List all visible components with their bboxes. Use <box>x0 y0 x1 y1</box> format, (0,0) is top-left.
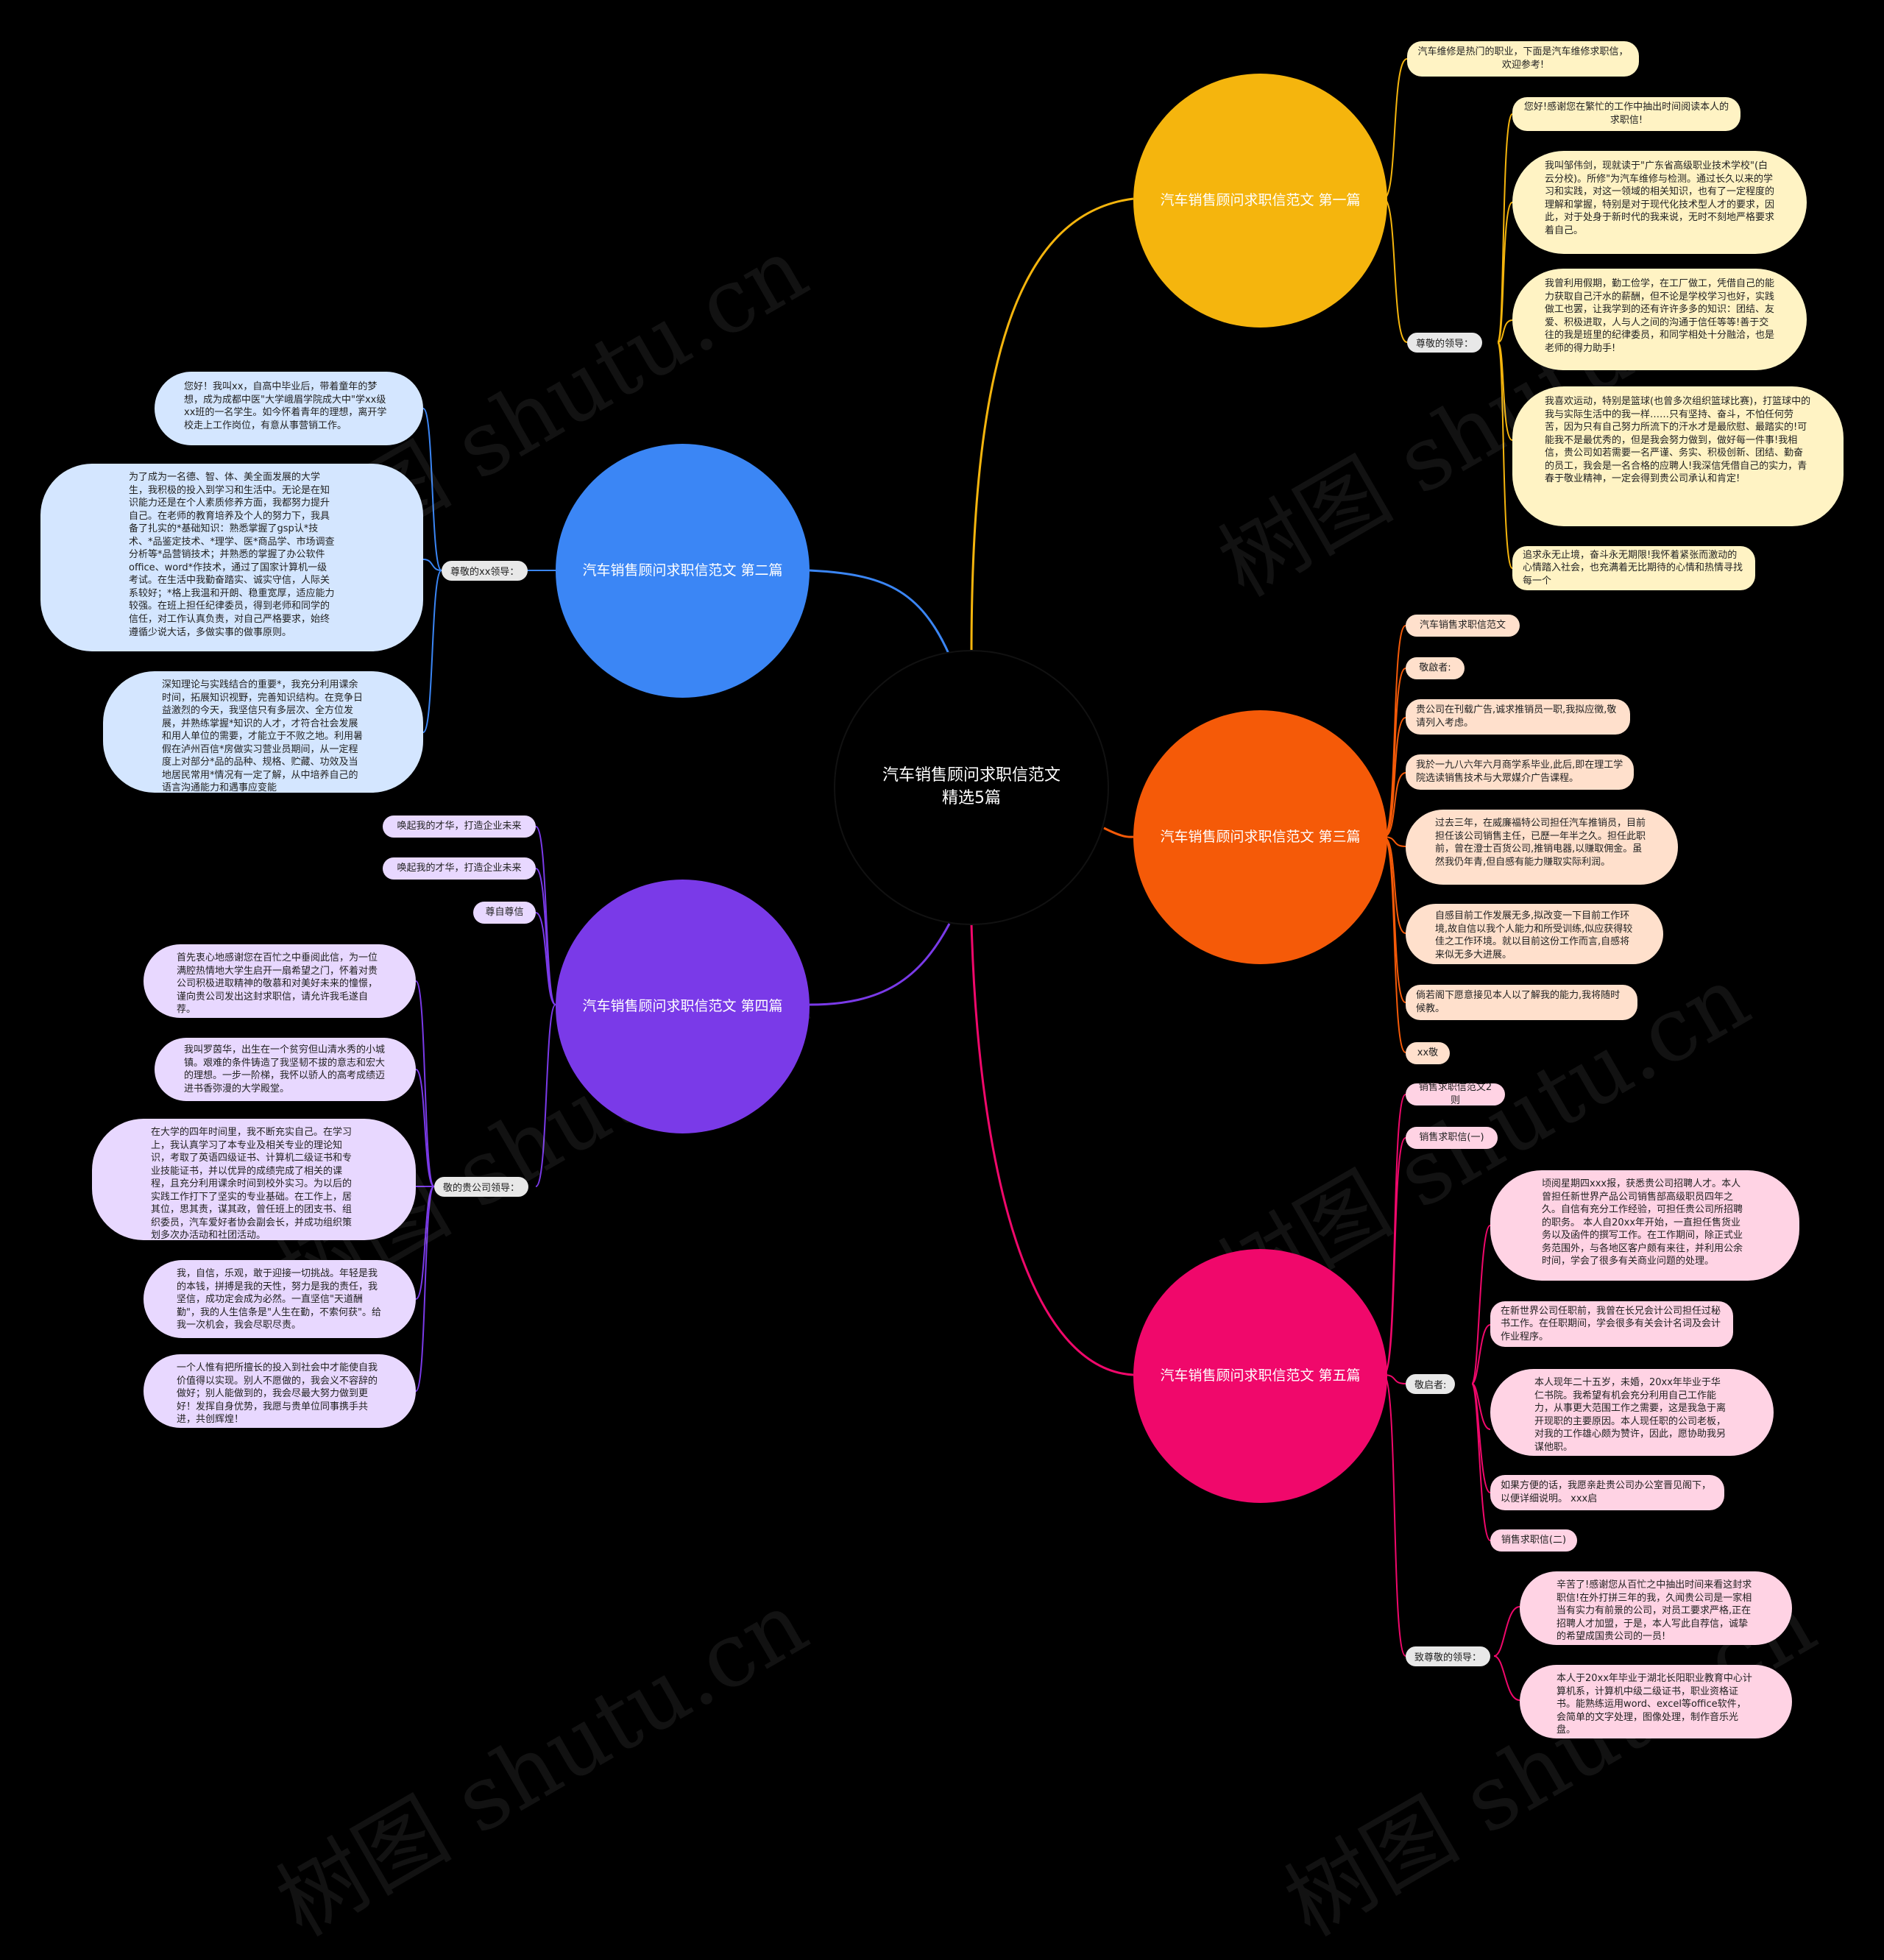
b3-item[interactable]: 自感目前工作发展无多,拟改变一下目前工作环境,故自信以我个人能力和所受训练,似应… <box>1406 904 1663 964</box>
b4-item[interactable]: 一个人惟有把所擅长的投入到社会中才能使自我价值得以实现。别人不愿做的，我会义不容… <box>144 1354 416 1428</box>
b3-item[interactable]: 汽车销售求职信范文 <box>1406 615 1520 637</box>
b4-item[interactable]: 首先衷心地感谢您在百忙之中垂阅此信，为一位满腔热情地大学生启开一扇希望之门，怀着… <box>144 944 416 1018</box>
b2-item[interactable]: 为了成为一名德、智、体、美全面发展的大学生，我积极的投入到学习和生活中。无论是在… <box>40 464 423 651</box>
link-b4 <box>809 923 951 1006</box>
b3-item[interactable]: 我於一九八六年六月商学系毕业,此后,即在理工学院选读销售技术与大眾媒介广告课程。 <box>1406 754 1634 790</box>
center-title-line1: 汽车销售顾问求职信范文 <box>882 766 1060 785</box>
branch-5-topic[interactable]: 汽车销售顾问求职信范文 第五篇 <box>1133 1249 1387 1503</box>
b5-item[interactable]: 辛苦了!感谢您从百忙之中抽出时间来看这封求职信!在外打拼三年的我，久闻贵公司是一… <box>1520 1571 1792 1645</box>
b3-item[interactable]: 倘若阁下愿意接见本人以了解我的能力,我将随时候教。 <box>1406 985 1637 1020</box>
branch-4-topic[interactable]: 汽车销售顾问求职信范文 第四篇 <box>556 880 810 1133</box>
b5-item[interactable]: 如果方便的话，我愿亲赴贵公司办公室晋见阁下，以便详细说明。 xxx启 <box>1490 1475 1724 1510</box>
b4-label[interactable]: 敬的贵公司领导： <box>434 1177 529 1197</box>
b1-item[interactable]: 您好!感谢您在繁忙的工作中抽出时间阅读本人的求职信! <box>1512 97 1740 131</box>
b1-item[interactable]: 我叫邹伟剑，现就读于"广东省高级职业技术学校"(白云分校)。所修"为汽车维修与检… <box>1512 151 1807 254</box>
b4-top[interactable]: 尊自尊信 <box>473 902 536 924</box>
b5-item[interactable]: 本人于20xx年毕业于湖北长阳职业教育中心计算机系，计算机中级二级证书，职业资格… <box>1520 1665 1792 1738</box>
b5-top[interactable]: 销售求职信范文2则 <box>1406 1082 1505 1106</box>
b3-item[interactable]: xx敬 <box>1406 1042 1450 1064</box>
branch-2-topic[interactable]: 汽车销售顾问求职信范文 第二篇 <box>556 444 810 698</box>
branch-5-title: 汽车销售顾问求职信范文 第五篇 <box>1160 1368 1361 1384</box>
b2-label[interactable]: 尊敬的xx领导： <box>442 561 528 581</box>
branch-1-title: 汽车销售顾问求职信范文 第一篇 <box>1160 192 1361 209</box>
b3-item[interactable]: 敬啟者: <box>1406 657 1465 679</box>
b5-item[interactable]: 销售求职信(二) <box>1490 1529 1577 1552</box>
b1-label[interactable]: 尊敬的领导： <box>1407 333 1483 353</box>
b2-item[interactable]: 深知理论与实践结合的重要*，我充分利用课余时间，拓展知识视野，完善知识结构。在竞… <box>103 671 423 793</box>
branch-1-topic[interactable]: 汽车销售顾问求职信范文 第一篇 <box>1133 74 1387 328</box>
branch-3-title: 汽车销售顾问求职信范文 第三篇 <box>1160 829 1361 846</box>
center-title-line2: 精选5篇 <box>941 789 1001 807</box>
b2-item[interactable]: 您好！我叫xx，自高中毕业后，带着童年的梦想，成为成都中医"大学峨眉学院成大中"… <box>155 372 423 445</box>
branch-4-title: 汽车销售顾问求职信范文 第四篇 <box>582 998 783 1015</box>
b5-label-1[interactable]: 敬启者: <box>1406 1374 1456 1394</box>
b5-label-2[interactable]: 致尊敬的领导： <box>1406 1646 1491 1666</box>
b5-item[interactable]: 本人现年二十五岁，未婚，20xx年毕业于华仁书院。我希望有机会充分利用自己工作能… <box>1490 1369 1774 1456</box>
b4-top[interactable]: 唤起我的才华，打造企业未来 <box>383 857 536 880</box>
b5-item[interactable]: 在新世界公司任职前，我曾在长兄会计公司担任过秘书工作。在任职期间，学会很多有关会… <box>1490 1301 1733 1347</box>
b4-item[interactable]: 我叫罗茵华，出生在一个贫穷但山清水秀的小城镇。艰难的条件铸造了我坚韧不拔的意志和… <box>155 1038 416 1101</box>
b1-item[interactable]: 我曾利用假期，勤工俭学，在工厂做工，凭借自己的能力获取自己汗水的薪酬，但不论是学… <box>1512 269 1807 370</box>
link-b5 <box>970 923 1134 1376</box>
connector-lines <box>415 58 1520 1701</box>
b4-top[interactable]: 唤起我的才华，打造企业未来 <box>383 816 536 838</box>
b1-item[interactable]: 我喜欢运动，特别是篮球(也曾多次组织篮球比赛)，打篮球中的我与实际生活中的我一样… <box>1512 386 1844 526</box>
link-b3 <box>1103 827 1134 838</box>
link-b1 <box>970 197 1134 656</box>
branch-2-title: 汽车销售顾问求职信范文 第二篇 <box>582 562 783 579</box>
b1-item[interactable]: 追求永无止境，奋斗永无期限!我怀着紧张而激动的心情踏入社会，也充满着无比期待的心… <box>1512 546 1755 590</box>
link-b2 <box>809 569 951 656</box>
b5-top[interactable]: 销售求职信(一) <box>1406 1127 1498 1149</box>
b4-item[interactable]: 我，自信，乐观，敢于迎接一切挑战。年轻是我的本钱，拼搏是我的天性，努力是我的责任… <box>144 1260 416 1338</box>
branch-3-topic[interactable]: 汽车销售顾问求职信范文 第三篇 <box>1133 710 1387 964</box>
mind-map: 树图 shutu.cn 树图 shutu.cn 树图 shutu.cn 树图 s… <box>40 41 1844 1956</box>
b5-item[interactable]: 顷阅星期四xxx报，获悉贵公司招聘人才。本人曾担任新世界产品公司销售部高级职员四… <box>1490 1170 1799 1281</box>
center-topic[interactable]: 汽车销售顾问求职信范文精选5篇 <box>834 650 1109 925</box>
b3-item[interactable]: 贵公司在刊载广告,诚求推销员一职,我拟应徵,敬请列入考虑。 <box>1406 699 1630 735</box>
b3-item[interactable]: 过去三年，在威廉福特公司担任汽车推销员，目前担任该公司销售主任，已歷一年半之久。… <box>1406 810 1678 885</box>
b1-intro[interactable]: 汽车维修是热门的职业，下面是汽车维修求职信，欢迎参考! <box>1407 41 1639 77</box>
b4-item[interactable]: 在大学的四年时间里，我不断充实自己。在学习上，我认真学习了本专业及相关专业的理论… <box>92 1119 416 1241</box>
